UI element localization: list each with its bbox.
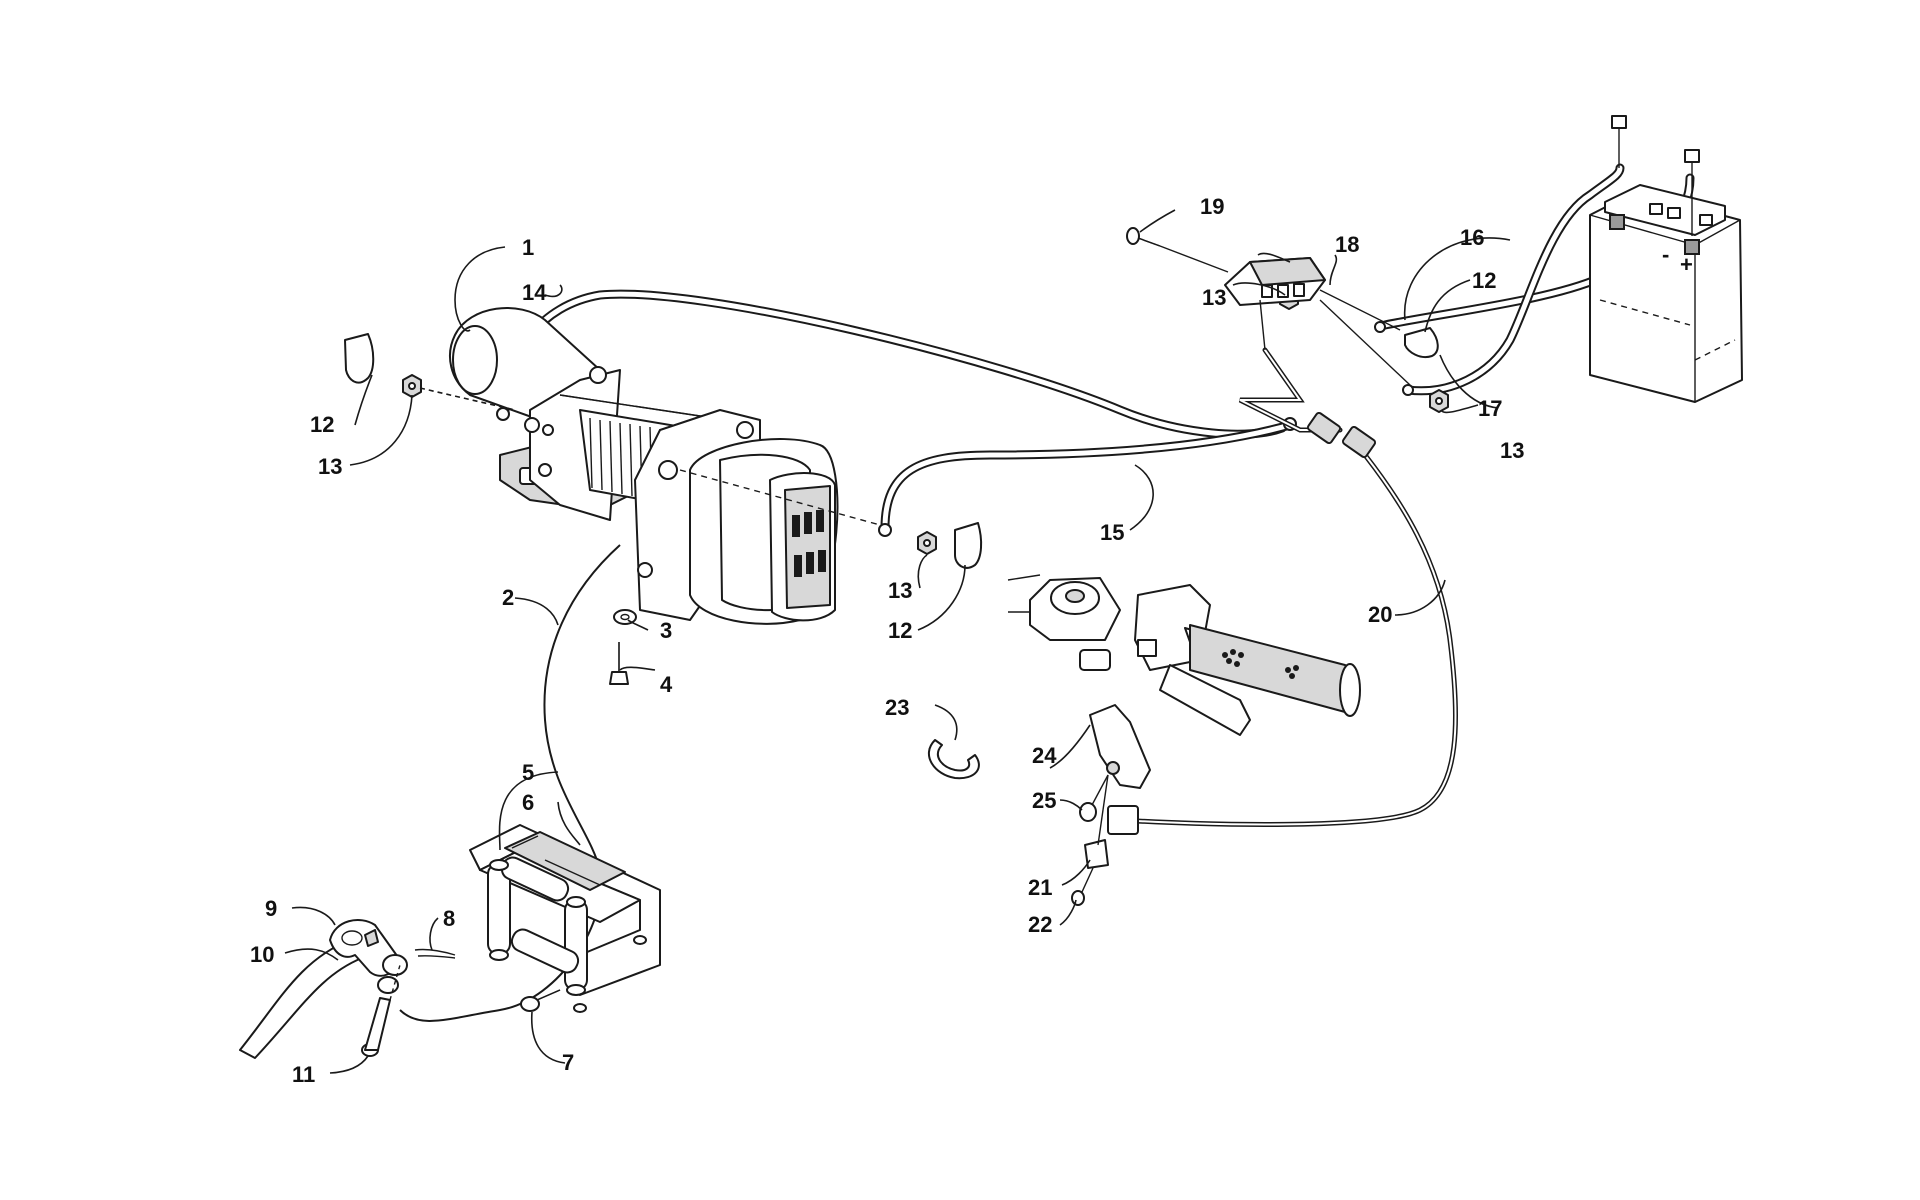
callout-2: 2	[502, 585, 514, 610]
power-cable-15	[878, 417, 1297, 537]
switch-housing-24	[1089, 704, 1151, 789]
winch-assembly	[449, 307, 881, 625]
fairlead-5	[469, 824, 661, 1013]
nut-13-right	[1429, 389, 1449, 413]
callout-labels: 1 2 3 4 5 6 7 8 9 10 11 12 13 12 13 12 1…	[250, 194, 1524, 1087]
callout-19: 19	[1200, 194, 1224, 219]
washer-3	[613, 609, 637, 625]
clevis-shackle	[377, 954, 408, 994]
grip-texture	[1222, 649, 1299, 679]
callout-25: 25	[1032, 788, 1056, 813]
callout-14: 14	[522, 280, 547, 305]
callout-20: 20	[1368, 602, 1392, 627]
screw-22	[1071, 867, 1094, 906]
nut-13-mid	[917, 531, 937, 555]
pin-11	[361, 997, 391, 1057]
grille-slots	[792, 510, 826, 577]
control-harness-20	[1107, 347, 1459, 835]
callout-10: 10	[250, 942, 274, 967]
callout-15: 15	[1100, 520, 1124, 545]
callout-4: 4	[660, 672, 673, 697]
callout-18: 18	[1335, 232, 1359, 257]
callout-23: 23	[885, 695, 909, 720]
battery-negative-label: -	[1662, 242, 1669, 267]
callout-3: 3	[660, 618, 672, 643]
callout-13-right: 13	[1500, 438, 1524, 463]
callout-13-mid: 13	[888, 578, 912, 603]
callout-8: 8	[443, 906, 455, 931]
screw-19	[1126, 227, 1229, 273]
callout-5: 5	[522, 760, 534, 785]
callout-11: 11	[292, 1062, 315, 1087]
callout-1: 1	[522, 235, 534, 260]
callout-13-solenoid: 13	[1202, 285, 1226, 310]
bolt-4	[609, 642, 629, 685]
callout-13-left: 13	[318, 454, 342, 479]
callout-12-mid: 12	[888, 618, 912, 643]
handlebar-grip-assembly	[1007, 574, 1361, 736]
terminal-boot-12-mid	[954, 522, 983, 569]
battery-positive-label: +	[1680, 252, 1693, 277]
warning-label-6	[504, 831, 626, 891]
terminal-boot-12-right	[1404, 327, 1439, 358]
callout-16: 16	[1460, 225, 1484, 250]
callout-17: 17	[1478, 396, 1502, 421]
callout-7: 7	[562, 1050, 574, 1075]
callout-9: 9	[265, 896, 277, 921]
terminal-boot-12-left	[344, 333, 375, 384]
callout-12-left: 12	[310, 412, 334, 437]
callout-24: 24	[1032, 743, 1057, 768]
contactor-18	[1224, 257, 1411, 386]
battery-bolt-left	[1611, 115, 1627, 168]
nut-13-left	[402, 374, 422, 398]
callout-12-right: 12	[1472, 268, 1496, 293]
callout-21: 21	[1028, 875, 1052, 900]
clamp-23	[928, 739, 980, 780]
callout-22: 22	[1028, 912, 1052, 937]
callout-6: 6	[522, 790, 534, 815]
cotter-pin-8	[414, 948, 456, 959]
bolt-7	[520, 989, 561, 1012]
screw-25	[1079, 774, 1109, 822]
battery: - +	[1589, 184, 1743, 403]
battery-cable-17	[1402, 163, 1625, 396]
leader-lines	[284, 209, 1511, 1074]
battery-bolt-right	[1684, 149, 1700, 236]
hook-9	[329, 919, 401, 977]
